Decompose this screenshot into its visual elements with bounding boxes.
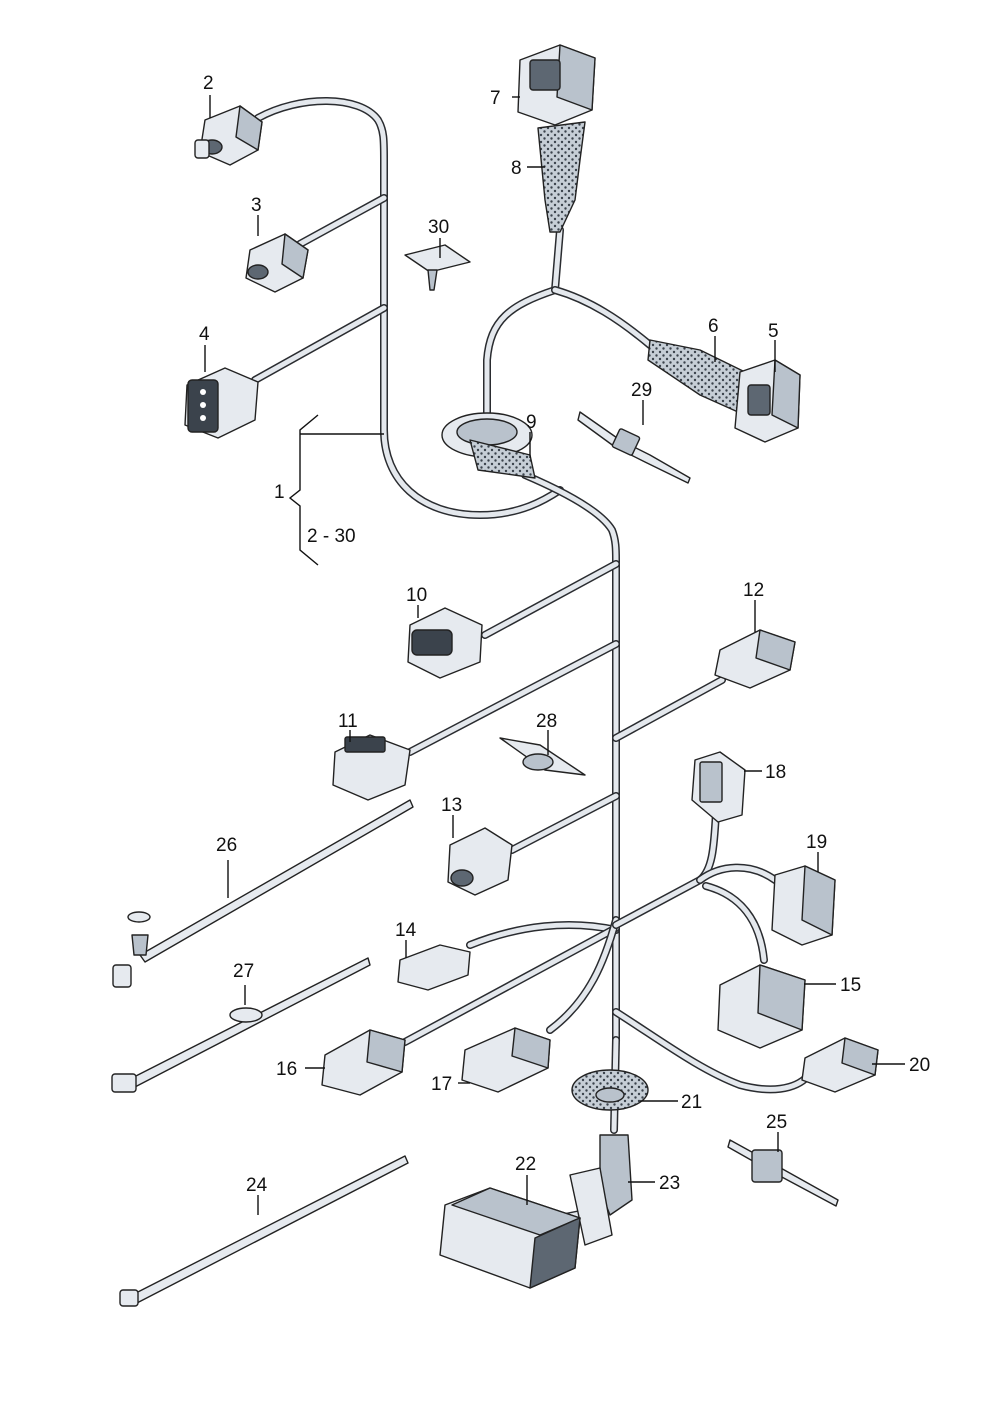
- callout-23: 23: [659, 1173, 680, 1194]
- callout-10: 10: [406, 585, 427, 606]
- connector-4: [184, 367, 259, 439]
- callout-16: 16: [276, 1059, 297, 1080]
- callout-11: 11: [338, 711, 358, 732]
- connector-16: [321, 1029, 406, 1096]
- callout-13: 13: [441, 795, 462, 816]
- connector-15: [717, 964, 806, 1049]
- cable-tie-25: [727, 1139, 839, 1207]
- cable-tie-29: [577, 411, 691, 484]
- callout-8: 8: [511, 158, 522, 179]
- callout-29: 29: [631, 380, 652, 401]
- callout-26: 26: [216, 835, 237, 856]
- clip-28: [499, 737, 586, 776]
- callout-19: 19: [806, 832, 827, 853]
- connector-5: [734, 359, 801, 443]
- callout-20: 20: [909, 1055, 930, 1076]
- callout-18: 18: [765, 762, 786, 783]
- sleeve-23: [569, 1134, 633, 1246]
- connector-12: [714, 629, 796, 689]
- connector-14: [397, 944, 471, 991]
- connector-13: [447, 827, 513, 896]
- connector-17: [461, 1027, 551, 1093]
- connector-7: [517, 44, 596, 126]
- connector-10: [407, 607, 483, 679]
- clip-30: [404, 244, 471, 291]
- callout-22: 22: [515, 1154, 536, 1175]
- callout-21: 21: [681, 1092, 702, 1113]
- cable-tie-26: [112, 799, 414, 988]
- callout-25: 25: [766, 1112, 787, 1133]
- cable-tie-27: [111, 957, 371, 1093]
- callout-12: 12: [743, 580, 764, 601]
- protective-boot-8: [537, 121, 586, 233]
- callout-27: 27: [233, 961, 254, 982]
- callout-24: 24: [246, 1175, 268, 1196]
- callout-28: 28: [536, 711, 557, 732]
- callout-7: 7: [490, 88, 501, 109]
- leader-lines: [204, 95, 905, 1215]
- connector-19: [771, 865, 836, 946]
- connector-2: [194, 105, 263, 166]
- callout-9: 9: [526, 412, 537, 433]
- connector-22: [439, 1187, 581, 1289]
- callout-30: 30: [428, 217, 449, 238]
- cable-tie-24: [119, 1155, 409, 1307]
- connector-18: [691, 751, 746, 823]
- callout-1: 1: [274, 482, 285, 503]
- connector-20: [801, 1037, 879, 1093]
- callout-4: 4: [199, 324, 210, 345]
- connector-11: [332, 734, 411, 801]
- grommet-21: [571, 1069, 649, 1111]
- callout-17: 17: [431, 1074, 452, 1095]
- callout-3: 3: [251, 195, 262, 216]
- callout-5: 5: [768, 321, 779, 342]
- sleeve-6: [647, 339, 746, 413]
- callout-2: 2: [203, 73, 214, 94]
- callout-15: 15: [840, 975, 861, 996]
- callout-14: 14: [395, 920, 417, 941]
- connector-3: [245, 233, 309, 293]
- grommet-9: [441, 412, 536, 479]
- callout-6: 6: [708, 316, 719, 337]
- callout-labels: 1 2 - 30 2 3 4 5 6 7 8 9 10 11 12 13 14 …: [199, 73, 930, 1196]
- callout-range: 2 - 30: [307, 526, 356, 547]
